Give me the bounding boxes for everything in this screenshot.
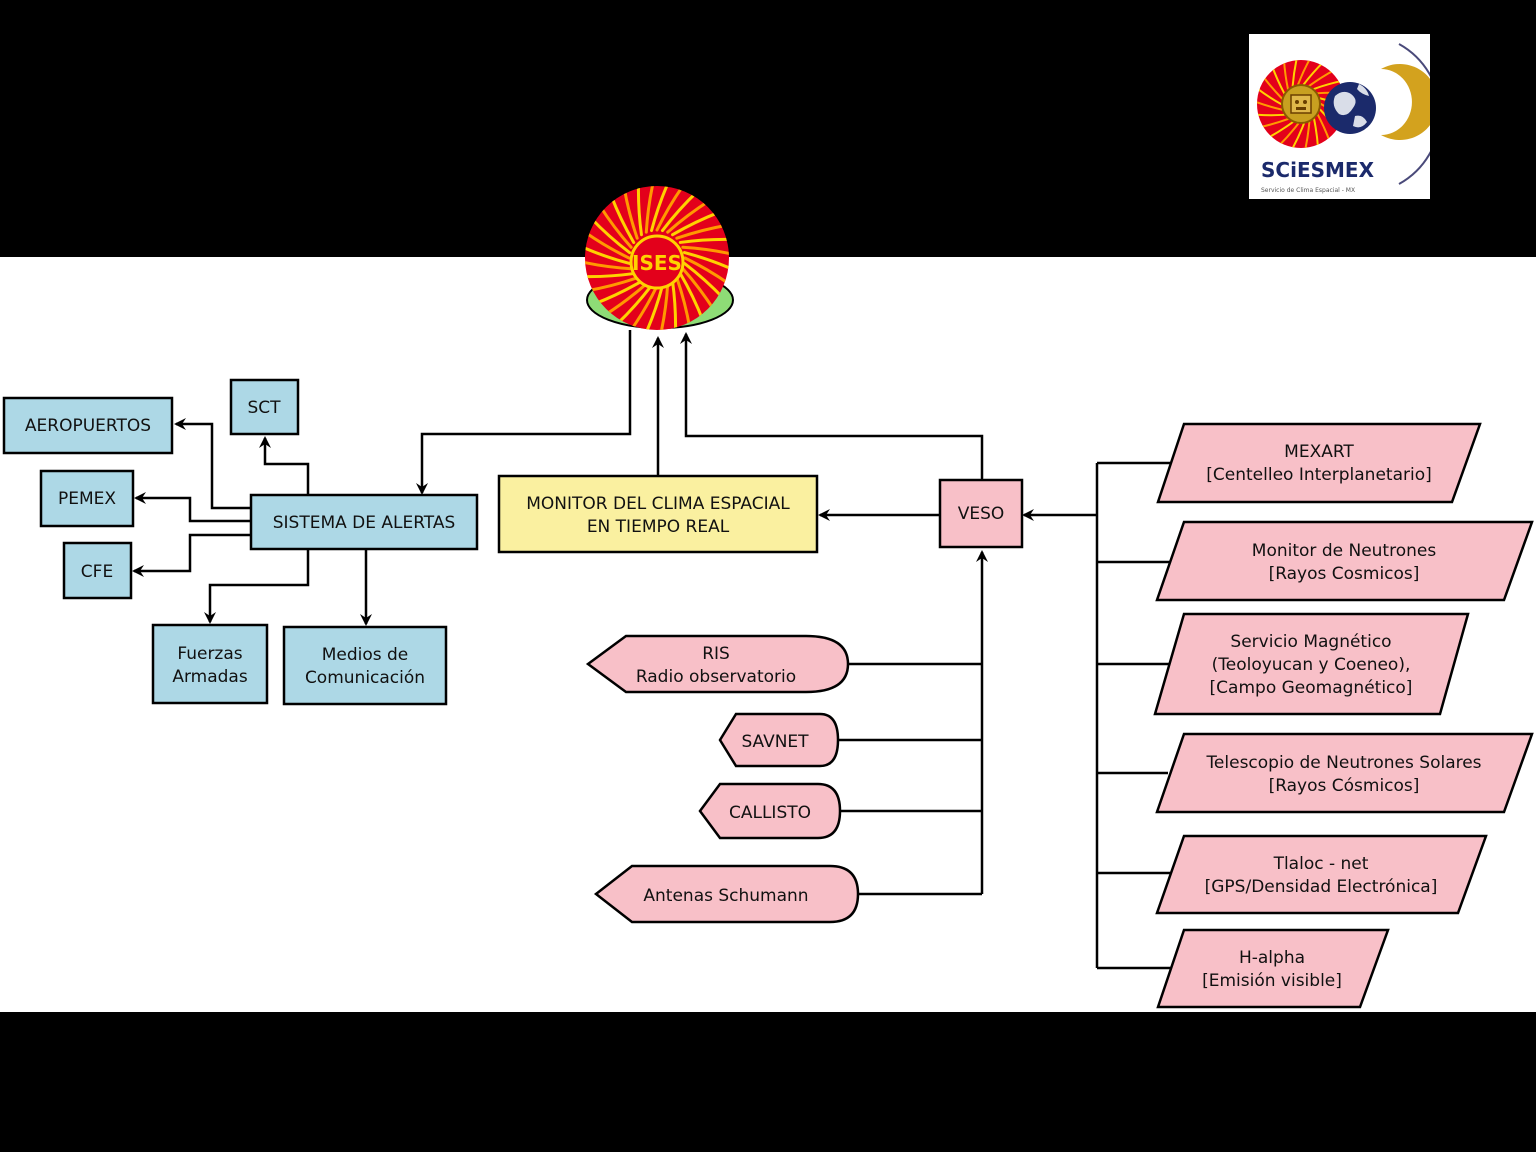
ises-logo: ISES bbox=[585, 186, 734, 330]
edge-veso-ises bbox=[680, 332, 988, 488]
monitor-line-2: EN TIEMPO REAL bbox=[587, 517, 730, 537]
sct-label: SCT bbox=[247, 398, 281, 418]
node-ris: RIS Radio observatorio bbox=[585, 634, 850, 694]
sun-ray bbox=[1290, 122, 1305, 148]
tlaloc-line-1: Tlaloc - net bbox=[1273, 854, 1369, 874]
monitor-line-1: MONITOR DEL CLIMA ESPACIAL bbox=[526, 494, 790, 514]
node-tlaloc-net: Tlaloc - net [GPS/Densidad Electrónica] bbox=[1155, 834, 1488, 915]
magnetico-line-3: [Campo Geomagnético] bbox=[1210, 678, 1413, 698]
node-h-alpha: H-alpha [Emisión visible] bbox=[1156, 928, 1390, 1009]
sun-ray bbox=[643, 283, 664, 330]
sun-ray bbox=[650, 186, 671, 233]
tlaloc-line-2: [GPS/Densidad Electrónica] bbox=[1205, 877, 1438, 897]
node-monitor-clima-espacial: MONITOR DEL CLIMA ESPACIAL EN TIEMPO REA… bbox=[497, 474, 819, 554]
node-servicio-magnetico: Servicio Magnético (Teoloyucan y Coeneo)… bbox=[1153, 612, 1470, 716]
logo-name: SCiESMEX bbox=[1261, 158, 1375, 182]
pemex-label: PEMEX bbox=[58, 489, 116, 509]
edge-pemex bbox=[134, 492, 250, 523]
ris-line-2: Radio observatorio bbox=[636, 667, 796, 687]
sun-ray bbox=[585, 244, 632, 265]
halpha-line-2: [Emisión visible] bbox=[1202, 971, 1342, 991]
sun-ray bbox=[1291, 60, 1299, 87]
logo-tagline: Servicio de Clima Espacial - MX bbox=[1261, 187, 1355, 194]
edge-ises-alertas bbox=[416, 330, 632, 495]
aeropuertos-label: AEROPUERTOS bbox=[25, 416, 151, 436]
halpha-line-1: H-alpha bbox=[1239, 948, 1305, 968]
mexart-line-1: MEXART bbox=[1284, 442, 1354, 462]
sun-ray bbox=[1257, 99, 1283, 111]
ises-label: ISES bbox=[632, 251, 682, 275]
connectors bbox=[132, 330, 1175, 970]
neutrones-line-1: Monitor de Neutrones bbox=[1252, 541, 1437, 561]
node-callisto: CALLISTO bbox=[698, 782, 842, 840]
sistema-alertas-label: SISTEMA DE ALERTAS bbox=[273, 513, 456, 533]
mexart-line-2: [Centelleo Interplanetario] bbox=[1206, 465, 1431, 485]
sun-ray bbox=[682, 251, 729, 272]
sun-ray bbox=[1303, 121, 1311, 148]
sun-ray bbox=[585, 259, 633, 271]
node-cfe: CFE bbox=[62, 541, 133, 600]
node-veso: VESO bbox=[938, 478, 1024, 549]
sun-ray bbox=[658, 282, 670, 330]
fuerzas-line-1: Fuerzas bbox=[177, 644, 242, 664]
node-sistema-alertas: SISTEMA DE ALERTAS bbox=[249, 493, 479, 551]
magnetico-line-1: Servicio Magnético bbox=[1230, 632, 1391, 652]
neutrones-line-2: [Rayos Cosmicos] bbox=[1269, 564, 1420, 584]
savnet-label: SAVNET bbox=[741, 732, 809, 752]
ises-inner-ring bbox=[629, 234, 685, 290]
node-antenas-schumann: Antenas Schumann bbox=[593, 864, 860, 924]
node-telescopio-neutrones: Telescopio de Neutrones Solares [Rayos C… bbox=[1155, 732, 1534, 814]
edge-sct bbox=[259, 436, 310, 494]
telescopio-line-2: [Rayos Cósmicos] bbox=[1269, 776, 1420, 796]
magnetico-line-2: (Teoloyucan y Coeneo), bbox=[1212, 655, 1411, 675]
edge-fuerzas bbox=[204, 550, 310, 624]
callisto-label: CALLISTO bbox=[729, 803, 811, 823]
telescopio-line-1: Telescopio de Neutrones Solares bbox=[1205, 753, 1481, 773]
node-aeropuertos: AEROPUERTOS bbox=[2, 396, 174, 455]
ris-line-1: RIS bbox=[702, 644, 730, 664]
node-fuerzas-armadas: Fuerzas Armadas bbox=[151, 623, 269, 705]
sun-ray bbox=[1257, 113, 1286, 117]
medios-line-2: Comunicación bbox=[305, 668, 425, 688]
sun-ray bbox=[644, 186, 656, 234]
fuerzas-line-2: Armadas bbox=[172, 667, 248, 687]
medios-line-1: Medios de bbox=[322, 645, 409, 665]
veso-label: VESO bbox=[958, 504, 1005, 524]
sun-ray bbox=[681, 245, 729, 257]
cfe-label: CFE bbox=[81, 562, 113, 582]
sciesmex-logo: SCiESMEX Servicio de Clima Espacial - MX bbox=[1249, 34, 1442, 199]
edge-aeropuertos bbox=[174, 418, 250, 510]
edge-cfe bbox=[132, 533, 250, 577]
schumann-label: Antenas Schumann bbox=[643, 886, 808, 906]
node-savnet: SAVNET bbox=[718, 712, 840, 768]
node-medios-comunicacion: Medios de Comunicación bbox=[282, 625, 448, 706]
node-pemex: PEMEX bbox=[39, 469, 135, 528]
node-sct: SCT bbox=[229, 378, 300, 436]
node-mexart: MEXART [Centelleo Interplanetario] bbox=[1156, 422, 1482, 504]
node-monitor-neutrones: Monitor de Neutrones [Rayos Cosmicos] bbox=[1155, 520, 1534, 602]
sun-ray bbox=[1297, 60, 1312, 86]
logo-globe-icon bbox=[1324, 43, 1442, 185]
